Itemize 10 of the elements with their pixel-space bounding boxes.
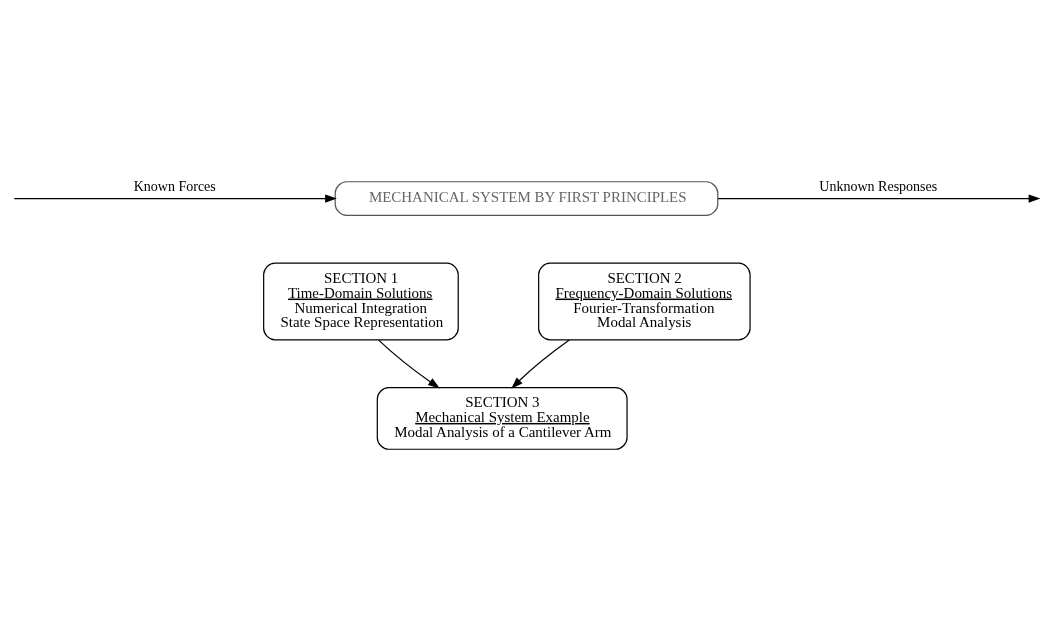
- arrow: [378, 339, 440, 389]
- node-box: MECHANICAL SYSTEM BY FIRST PRINCIPLES: [334, 181, 719, 216]
- arrow: [13, 194, 337, 203]
- node-box: SECTION 1 Time-Domain Solutions Numerical Integration State Space Representation: [263, 262, 459, 341]
- arrow: [511, 339, 570, 389]
- edge-label: Known Forces: [133, 178, 216, 195]
- node-box: SECTION 3 Mechanical System Example Modal Analysis of a Cantilever Arm: [376, 386, 628, 450]
- node-box: SECTION 2 Frequency-Domain Solutions Fourier-Transformation Modal Analysis: [538, 262, 751, 341]
- arrow: [717, 194, 1041, 203]
- edge-label: Unknown Responses: [819, 178, 938, 195]
